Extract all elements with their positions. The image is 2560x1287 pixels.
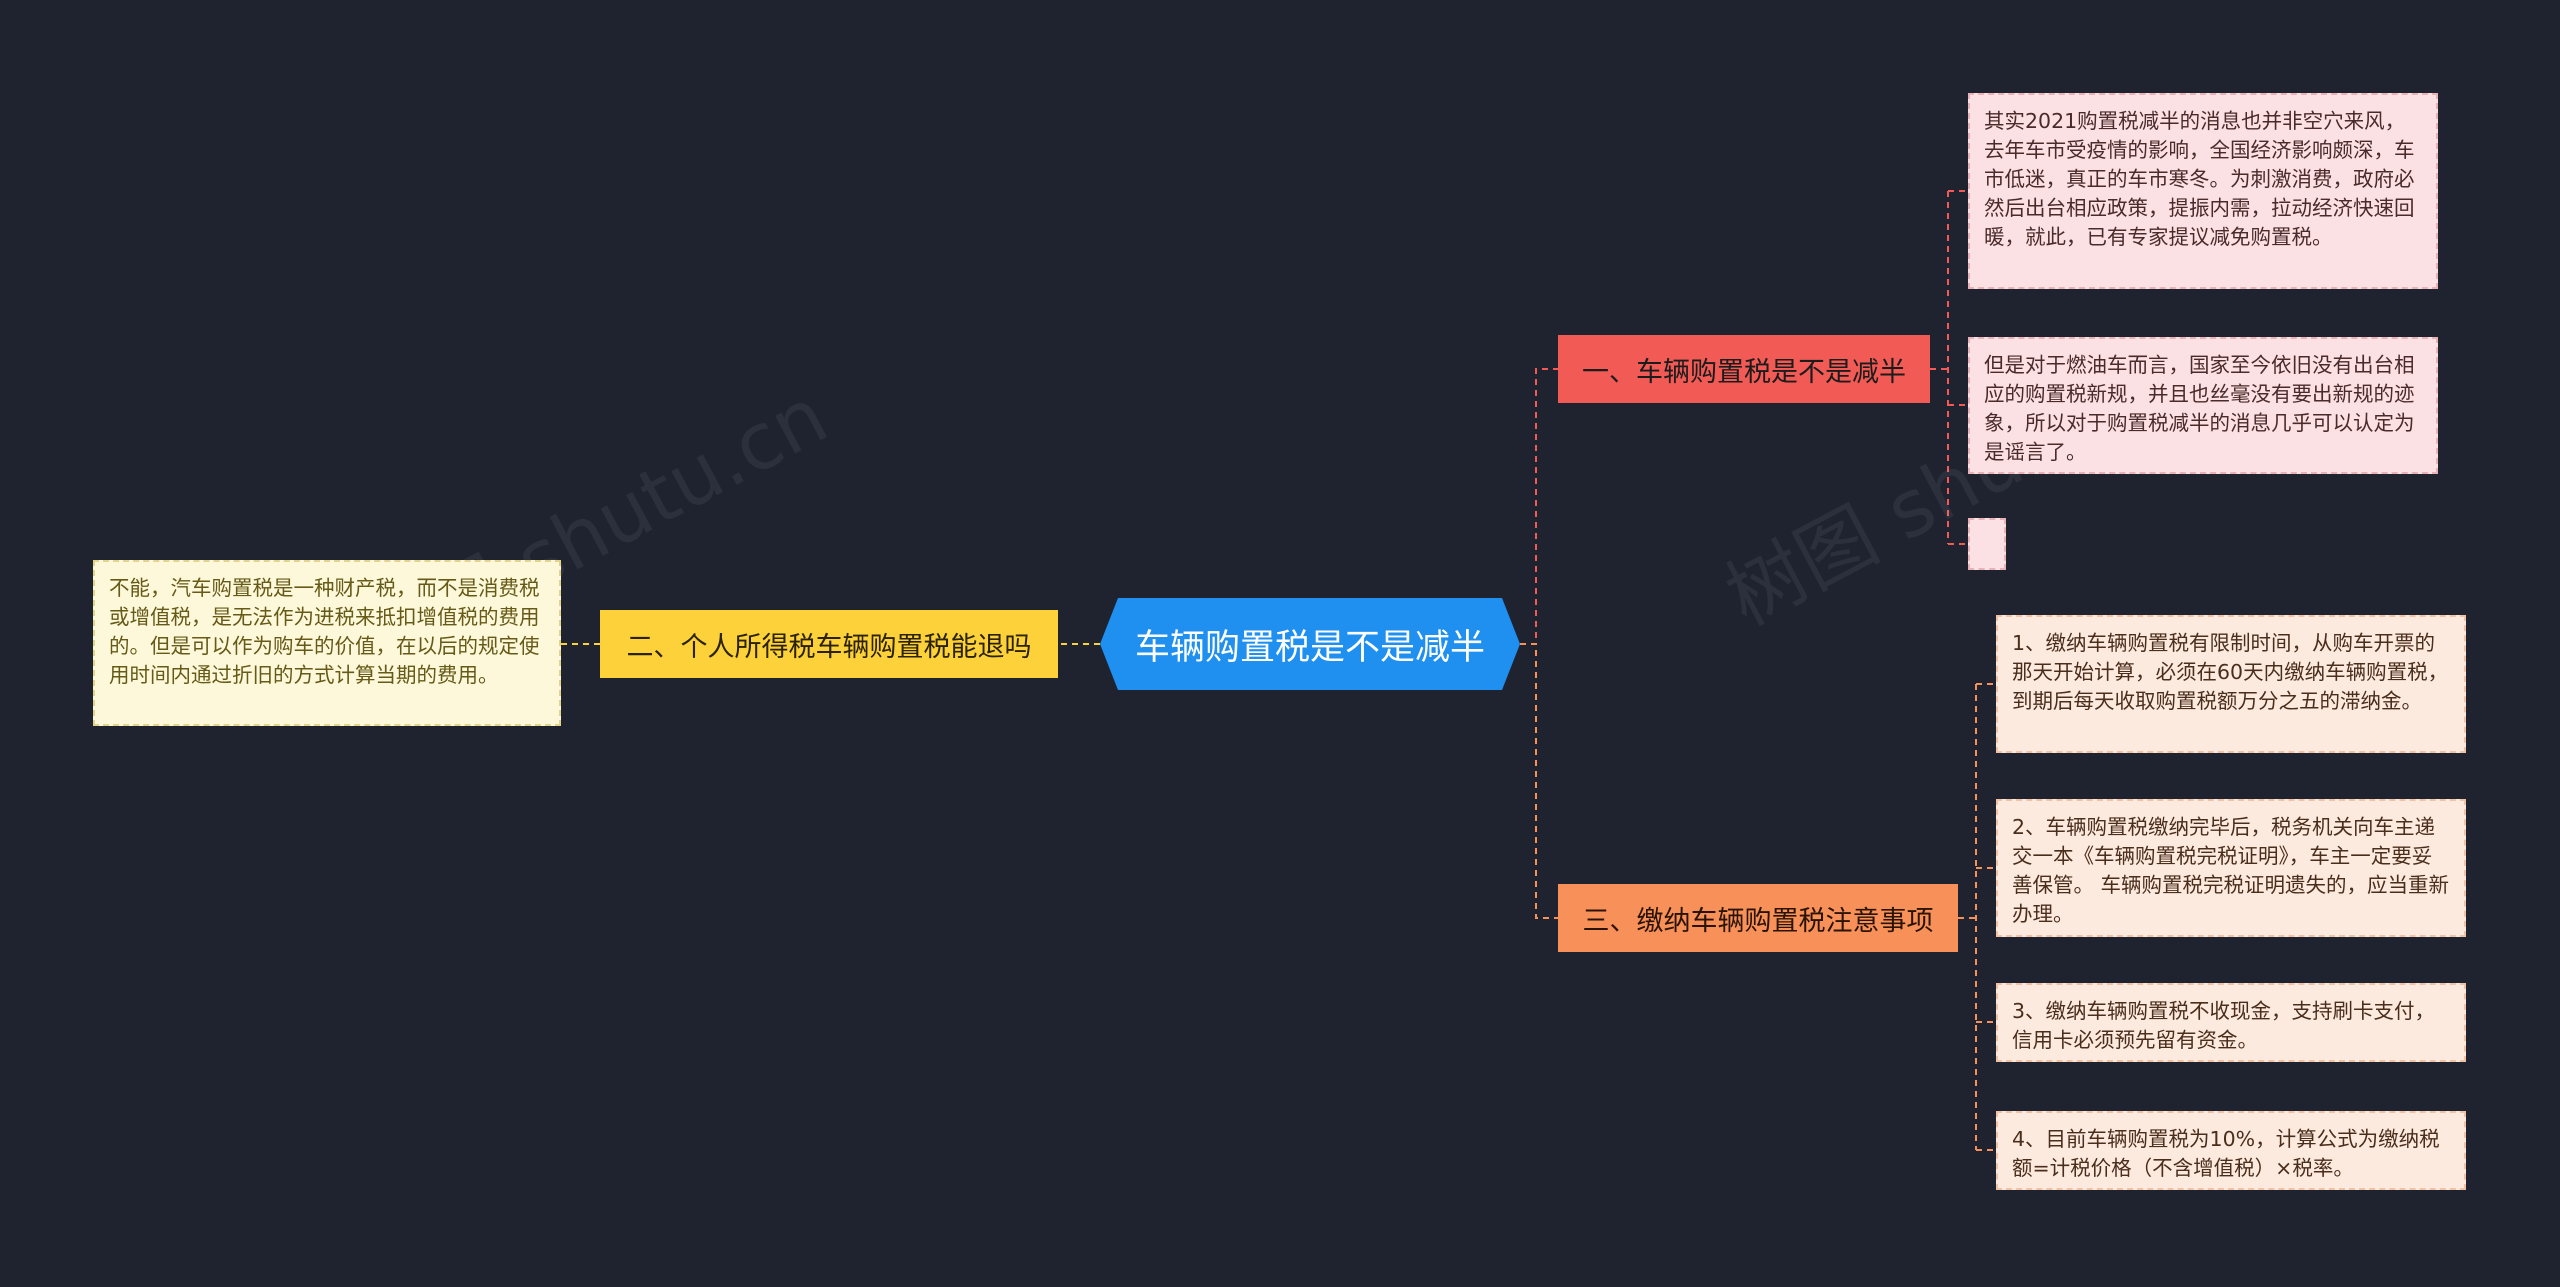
link-root-b1 (1520, 368, 1558, 645)
branch-topic-2[interactable]: 二、个人所得税车辆购置税能退吗 (600, 610, 1058, 678)
leaf-topic[interactable]: 2、车辆购置税缴纳完毕后，税务机关向车主递交一本《车辆购置税完税证明》，车主一定… (1996, 799, 2466, 937)
branch-topic-3[interactable]: 三、缴纳车辆购置税注意事项 (1558, 884, 1958, 952)
leaf-topic[interactable]: 其实2021购置税减半的消息也并非空穴来风，去年车市受疫情的影响，全国经济影响颇… (1968, 93, 2438, 289)
link-root-b3 (1520, 643, 1558, 919)
leaf-topic[interactable]: 不能，汽车购置税是一种财产税，而不是消费税或增值税，是无法作为进税来抵扣增值税的… (93, 560, 561, 726)
leaf-topic[interactable]: 3、缴纳车辆购置税不收现金，支持刷卡支付，信用卡必须预先留有资金。 (1996, 983, 2466, 1062)
branch-topic-1[interactable]: 一、车辆购置税是不是减半 (1558, 335, 1930, 403)
link-b1-leaves (1930, 190, 1968, 545)
link-b3-leaves (1958, 683, 1996, 1151)
leaf-topic[interactable]: 1、缴纳车辆购置税有限制时间，从购车开票的那天开始计算，必须在60天内缴纳车辆购… (1996, 615, 2466, 753)
leaf-topic[interactable]: 但是对于燃油车而言，国家至今依旧没有出台相应的购置税新规，并且也丝毫没有要出新规… (1968, 337, 2438, 474)
leaf-topic[interactable]: 4、目前车辆购置税为10%，计算公式为缴纳税额=计税价格（不含增值税）×税率。 (1996, 1111, 2466, 1190)
leaf-topic-empty[interactable] (1968, 518, 2006, 570)
root-topic[interactable]: 车辆购置税是不是减半 (1100, 598, 1520, 690)
